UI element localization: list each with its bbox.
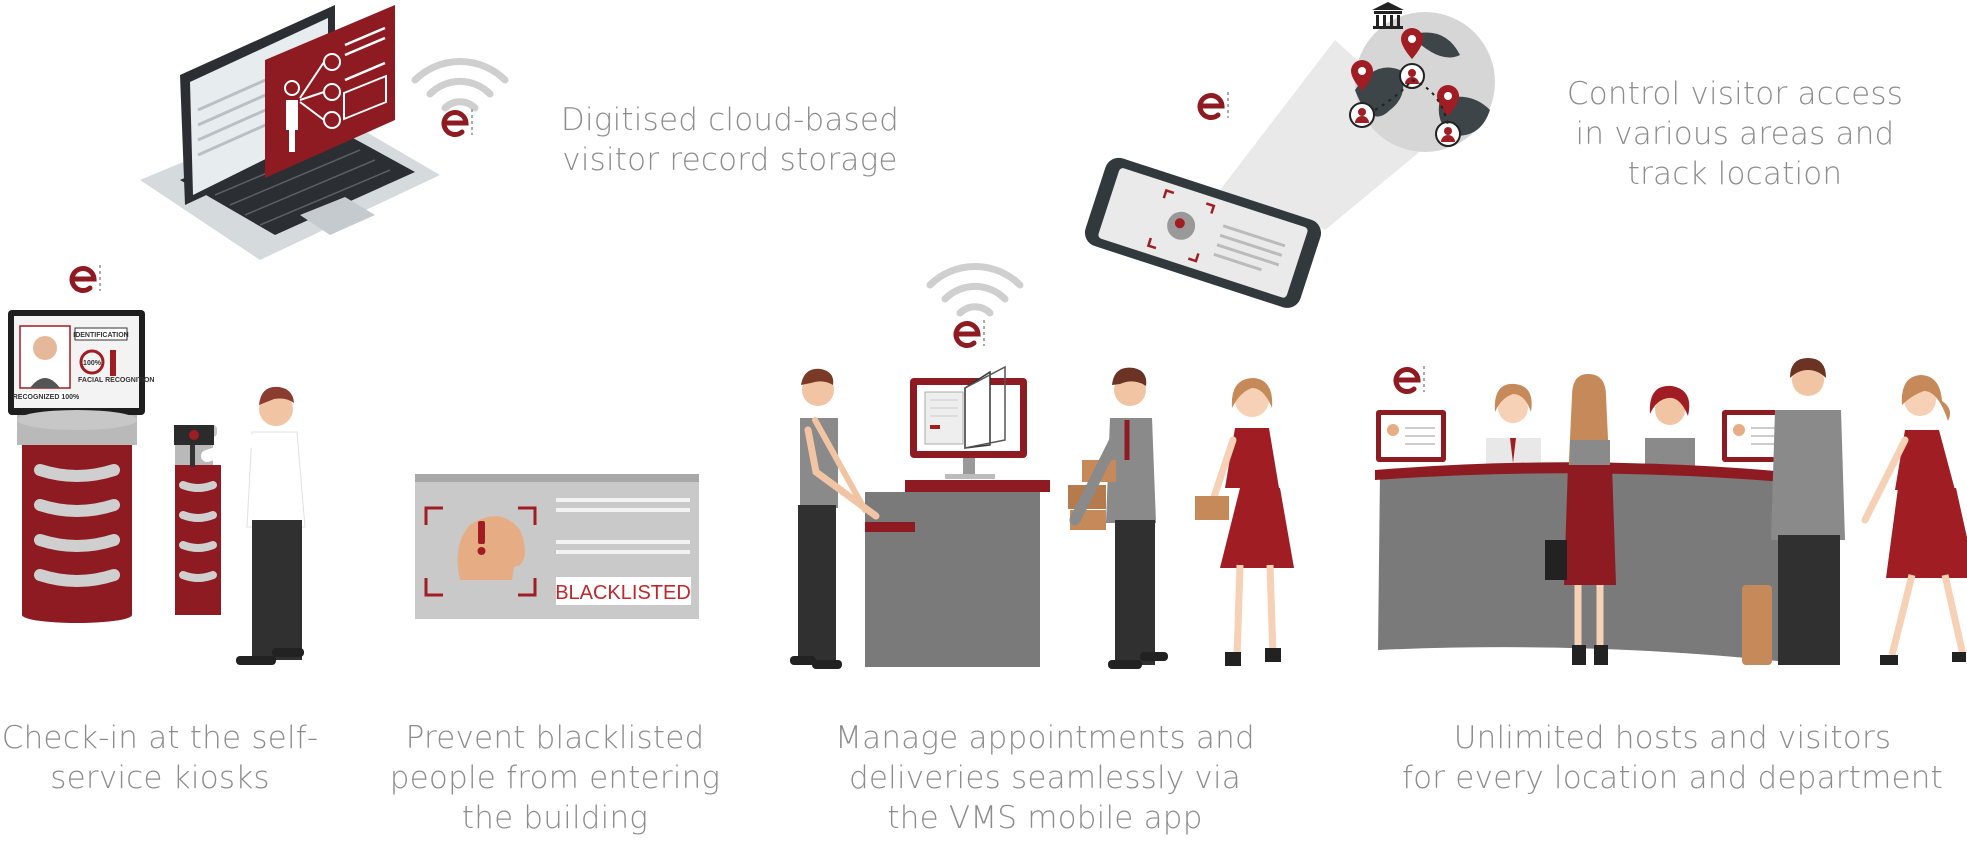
phone-illustration [1084,2,1495,308]
front-desk-illustration [1375,358,1967,665]
kiosk-system-label: FACIAL RECOGNITION [78,377,154,384]
bank-icon [1372,2,1404,29]
reception-illustration [790,365,1294,669]
warning-icon [477,521,486,555]
caption-cloud-storage: Digitised cloud-based visitor record sto… [560,102,900,178]
e-logo-icon [956,320,984,346]
e-logo-icon [1396,366,1424,392]
kiosk-percent-label: 100% [83,360,102,367]
e-logo-icon [444,109,472,135]
caption-unlimited-hosts: Unlimited hosts and visitors for every l… [1402,720,1943,796]
blacklisted-badge: BLACKLISTED [555,582,691,604]
e-logo-icon [1200,92,1228,118]
e-logo-icon [72,265,100,291]
caption-blacklist: Prevent blacklisted people from entering… [389,720,721,836]
blacklist-card: BLACKLISTED [415,474,699,619]
kiosk-identification-label: IDENTIFICATION [73,332,128,339]
laptop-illustration [140,5,440,260]
caption-access-control: Control visitor access in various areas … [1566,76,1904,192]
wifi-icon [415,62,505,108]
wifi-icon [930,267,1020,313]
kiosk-illustration: IDENTIFICATION 100% RECOGNIZED 100% FACI… [8,310,306,665]
caption-manage-appointments: Manage appointments and deliveries seaml… [835,720,1255,836]
caption-self-service-kiosk: Check-in at the self- service kiosks [1,720,319,796]
kiosk-status-label: RECOGNIZED 100% [13,394,80,401]
